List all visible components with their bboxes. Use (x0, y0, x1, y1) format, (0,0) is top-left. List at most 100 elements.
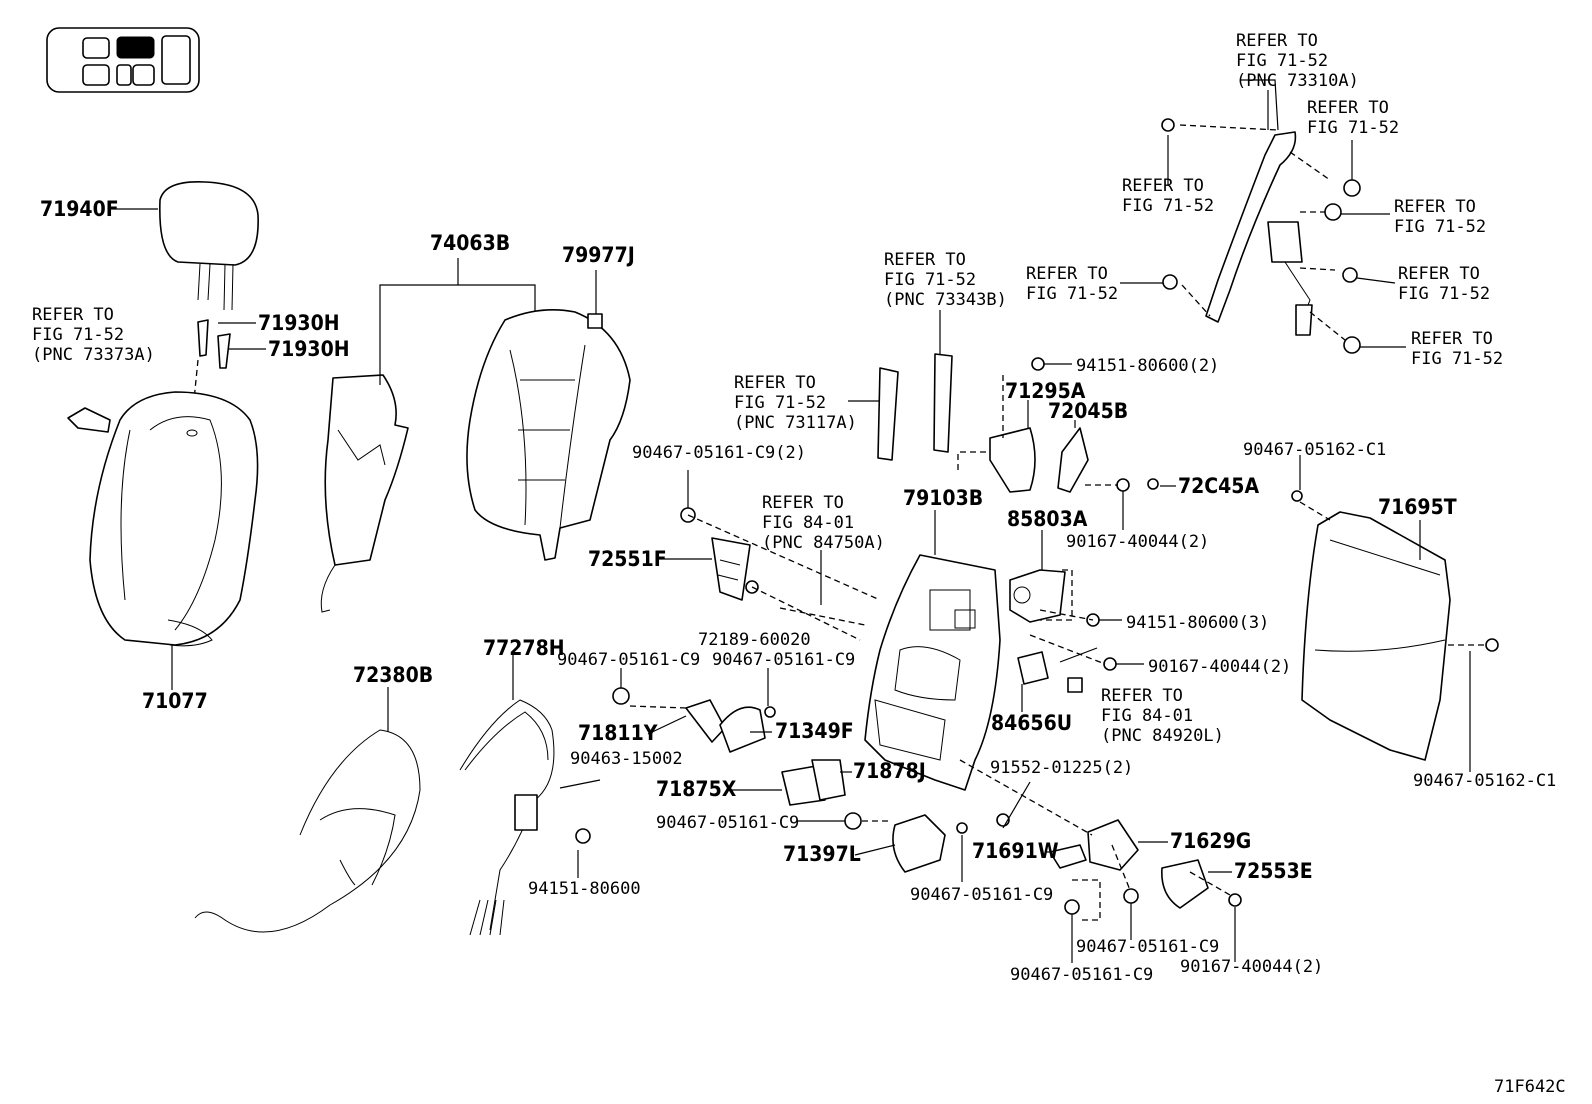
part-number-label: 71629G (1170, 829, 1251, 853)
part-number-label: 79103B (903, 486, 983, 510)
refer-note-line: FIG 71-52 (1398, 284, 1490, 304)
part-number-label: 84656U (991, 711, 1072, 735)
part-number-label: 71295A (1005, 379, 1086, 403)
part-number-label: 94151-80600(3) (1126, 613, 1269, 633)
refer-note-line: REFER TO (1101, 686, 1183, 706)
part-number-label: 71878J (853, 759, 926, 783)
part-number-label: 90467-05161-C9 (712, 650, 855, 670)
label-tag-part (587, 313, 603, 329)
cover-part-71691w (1049, 844, 1087, 869)
refer-note-line: REFER TO (1307, 98, 1389, 118)
part-number-label: 77278H (483, 636, 565, 660)
part-number-label: 90167-40044(2) (1148, 657, 1291, 677)
refer-note-line: FIG 71-52 (884, 270, 976, 290)
part-number-label: 71349F (775, 719, 854, 743)
headrest-guide-part (197, 319, 231, 369)
hinge-cover-part (711, 537, 751, 601)
refer-note-line: FIG 84-01 (762, 513, 854, 533)
refer-note-line: FIG 71-52 (1394, 217, 1486, 237)
refer-note-line: REFER TO (1236, 31, 1318, 51)
part-number-label: 85803A (1007, 507, 1088, 531)
refer-note-line: REFER TO (1026, 264, 1108, 284)
part-number-label: 71691W (972, 839, 1059, 863)
part-number-label: 94151-80600(2) (1076, 356, 1219, 376)
refer-note-line: REFER TO (32, 305, 114, 325)
cover-part-71878j (811, 759, 846, 801)
figure-code: 71F642C (1494, 1077, 1566, 1097)
part-number-label: 90167-40044(2) (1180, 957, 1323, 977)
part-number-label: 71695T (1378, 495, 1457, 519)
bolt-fasteners (575, 118, 1499, 915)
refer-note-line: FIG 71-52 (1236, 51, 1328, 71)
refer-note-line: REFER TO (1122, 176, 1204, 196)
switch-knob-part (1067, 677, 1083, 693)
refer-note-line: FIG 71-52 (1026, 284, 1118, 304)
cover-part-71629g (1087, 819, 1139, 871)
part-number-label: 71940F (40, 197, 119, 221)
part-number-label: 74063B (430, 231, 510, 255)
part-number-label: 90467-05161-C9(2) (632, 443, 806, 463)
part-number-label: 90467-05161-C9 (557, 650, 700, 670)
part-number-label: 71875X (656, 777, 737, 801)
part-number-label: 72551F (588, 547, 667, 571)
wire-harness-part (459, 699, 555, 936)
part-number-label: 94151-80600 (528, 879, 641, 899)
part-number-label: 79977J (562, 243, 635, 267)
part-number-label: 71397L (783, 842, 861, 866)
part-number-label: 90463-15002 (570, 749, 683, 769)
seat-locator-icon (46, 27, 200, 93)
part-number-label: 90467-05161-C9 (1010, 965, 1153, 985)
refer-note-line: FIG 84-01 (1101, 706, 1193, 726)
headrest-part (159, 181, 259, 311)
refer-note-line: FIG 71-52 (32, 325, 124, 345)
seatback-pad-part (320, 374, 409, 613)
part-number-label: 90167-40044(2) (1066, 532, 1209, 552)
cover-part-71811y (685, 699, 726, 743)
part-number-label: 72553E (1234, 859, 1313, 883)
part-number-label: 72C45A (1178, 474, 1259, 498)
refer-note-line: FIG 71-52 (1307, 118, 1399, 138)
refer-note-line: (PNC 84920L) (1101, 726, 1224, 746)
part-number-label: 90467-05161-C9 (1076, 937, 1219, 957)
refer-note-line: FIG 71-52 (1122, 196, 1214, 216)
part-number-label: 72380B (353, 663, 433, 687)
part-number-label: 71930H (258, 311, 340, 335)
refer-note-line: REFER TO (1398, 264, 1480, 284)
part-number-label: 90467-05161-C9 (656, 813, 799, 833)
part-number-label: 90467-05162-C1 (1243, 440, 1386, 460)
bracket-part-b (933, 353, 953, 453)
seatback-board-part (1301, 511, 1451, 761)
lock-cover-part-b (1057, 427, 1089, 493)
part-number-label: 72045B (1048, 399, 1128, 423)
part-number-label: 71077 (142, 689, 208, 713)
bracket-part-a (877, 367, 899, 461)
cover-part-72553e (1161, 859, 1209, 909)
refer-note-line: (PNC 73310A) (1236, 71, 1359, 91)
switch-part (1017, 651, 1049, 685)
seatback-frame-pad-part (466, 308, 631, 561)
part-number-label: 90467-05162-C1 (1413, 771, 1556, 791)
trim-piece-part (67, 407, 111, 433)
refer-note-line: FIG 71-52 (734, 393, 826, 413)
part-number-label: 71930H (268, 337, 350, 361)
part-number-label: 90467-05161-C9 (910, 885, 1053, 905)
seat-belt-part (1205, 131, 1313, 336)
part-number-label: 72189-60020 (698, 630, 811, 650)
refer-note-line: (PNC 73117A) (734, 413, 857, 433)
seatback-cover-part (89, 391, 259, 647)
part-number-label: 91552-01225(2) (990, 758, 1133, 778)
recliner-motor-part (1009, 569, 1066, 623)
refer-note-line: FIG 71-52 (1411, 349, 1503, 369)
part-number-label: 71811Y (578, 721, 658, 745)
refer-note-line: (PNC 73343B) (884, 290, 1007, 310)
refer-note-line: REFER TO (762, 493, 844, 513)
refer-note-line: (PNC 84750A) (762, 533, 885, 553)
refer-note-line: REFER TO (1394, 197, 1476, 217)
lock-cover-part (989, 427, 1036, 493)
refer-note-line: (PNC 73373A) (32, 345, 155, 365)
refer-note-line: REFER TO (1411, 329, 1493, 349)
cover-part-71349f (719, 706, 766, 753)
release-cable-part (194, 729, 421, 933)
